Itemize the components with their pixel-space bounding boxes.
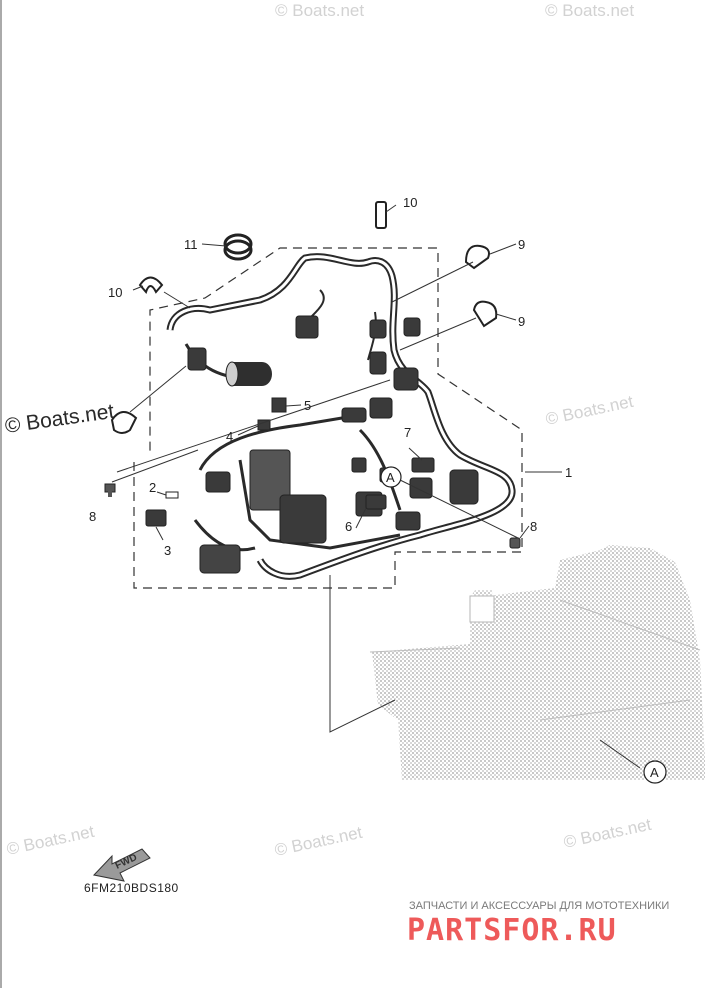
bolt-8-right <box>509 537 521 549</box>
callout-8-left: 8 <box>89 509 96 524</box>
connectors <box>187 315 479 574</box>
watermark-bottom-left: © Boats.net <box>5 822 96 859</box>
callout-2: 2 <box>149 480 156 495</box>
callout-4: 4 <box>226 429 233 444</box>
callout-9-upper: 9 <box>518 237 525 252</box>
engine-block <box>369 545 705 780</box>
part-7 <box>411 457 435 473</box>
brand-tagline: ЗАПЧАСТИ И АКСЕССУАРЫ ДЛЯ МОТОТЕХНИКИ <box>409 900 669 912</box>
coil-part <box>225 361 272 387</box>
clamp-11 <box>223 233 253 261</box>
callout-1: 1 <box>565 465 572 480</box>
fwd-arrow-icon: FWD <box>93 848 151 882</box>
wiring-harness <box>166 253 516 580</box>
watermark-right-mid: © Boats.net <box>544 392 635 429</box>
part-2 <box>165 491 179 499</box>
harness-to-engine-leader <box>329 575 396 733</box>
clip-10-left <box>138 276 164 294</box>
leader-lines <box>111 204 641 769</box>
watermark-left: © Boats.net <box>3 400 115 438</box>
svg-text:A: A <box>650 765 659 780</box>
part-3 <box>145 509 167 527</box>
callout-5: 5 <box>304 398 311 413</box>
brand-logo: PARTSFOR.RU <box>407 913 617 948</box>
callout-6: 6 <box>345 519 352 534</box>
kit-boundary <box>133 247 523 589</box>
svg-text:A: A <box>386 470 395 485</box>
callout-3: 3 <box>164 543 171 558</box>
watermark-bottom-right: © Boats.net <box>562 815 653 852</box>
watermark-top: © Boats.net <box>275 1 364 20</box>
ref-a-harness: A <box>380 466 402 488</box>
watermark-bottom-center: © Boats.net <box>273 823 364 860</box>
callout-8-right: 8 <box>530 519 537 534</box>
callout-7: 7 <box>404 425 411 440</box>
clip-10-upper <box>375 201 387 229</box>
tie-9-upper <box>464 244 490 270</box>
callout-10-left: 10 <box>108 285 122 300</box>
ref-a-engine: A <box>643 760 667 784</box>
callout-9-lower: 9 <box>518 314 525 329</box>
tie-9-lower <box>472 300 498 328</box>
cable-holder-left <box>110 411 138 434</box>
diagram-code: 6FM210BDS180 <box>84 881 179 895</box>
callout-10-upper: 10 <box>403 195 417 210</box>
part-6 <box>365 494 387 510</box>
part-5 <box>271 397 287 413</box>
bolt-8-left <box>104 483 116 497</box>
watermark-top-right: © Boats.net <box>545 1 634 20</box>
callout-11: 11 <box>184 237 198 252</box>
